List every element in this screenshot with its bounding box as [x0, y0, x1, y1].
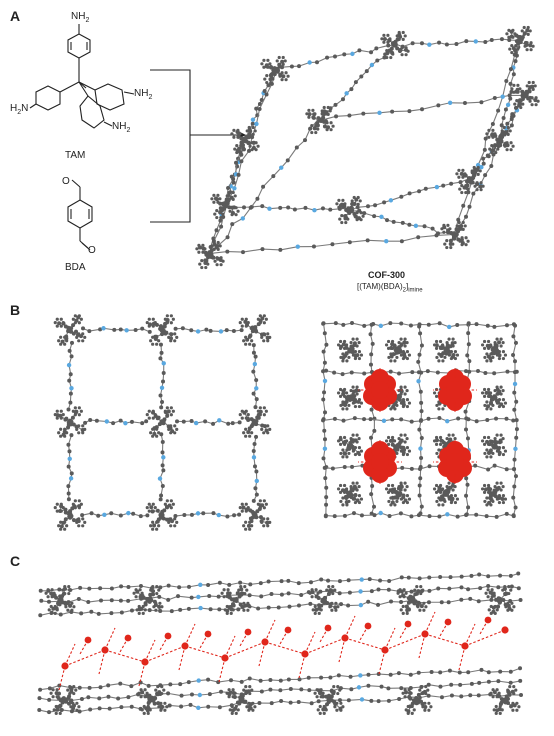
tam-label: TAM	[65, 150, 86, 161]
product-name: COF-300	[368, 270, 406, 280]
bda-top-oxygen: O	[62, 176, 70, 187]
panel-label-b: B	[10, 302, 21, 318]
tam-nh2-left: H2N	[10, 103, 29, 116]
panel-label-a: A	[10, 8, 21, 24]
bda-bottom-oxygen: O	[88, 245, 96, 256]
tam-nh2-right-upper: NH2	[134, 88, 153, 101]
panel-label-c: C	[10, 553, 21, 569]
tam-nh2-top: NH2	[71, 11, 90, 24]
tam-nh2-right-lower: NH2	[112, 121, 131, 134]
product-formula: [(TAM)(BDA)2]imine	[357, 282, 423, 294]
bda-label: BDA	[65, 262, 86, 273]
